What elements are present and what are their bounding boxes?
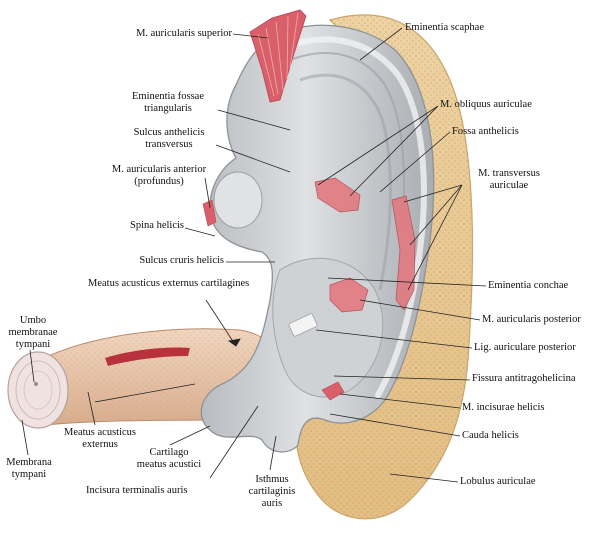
label-line: auriculae bbox=[489, 180, 529, 191]
canal-slit bbox=[105, 347, 190, 366]
label-line: membranae bbox=[8, 327, 58, 338]
label-cauda-helicis: Cauda helicis bbox=[462, 430, 519, 441]
leader-lines bbox=[21, 27, 487, 483]
label-spina-helicis: Spina helicis bbox=[130, 220, 184, 231]
label-sulcus-cruris-helicis: Sulcus cruris helicis bbox=[139, 255, 224, 266]
label-line: (profundus) bbox=[134, 176, 184, 187]
label-line: Umbo bbox=[19, 315, 47, 326]
label-meatus-acusticus-externus-cartilagines: Meatus acusticus externus cartilagines bbox=[88, 278, 250, 289]
label-fossa-anthelicis: Fossa anthelicis bbox=[452, 126, 519, 137]
label-lig-auriculare-posterior: Lig. auriculare posterior bbox=[474, 342, 576, 353]
label-line: tympani bbox=[11, 469, 47, 480]
label-eminentia-conchae: Eminentia conchae bbox=[488, 280, 569, 291]
label-m-auricularis-anterior: M. auricularis anterior (profundus) bbox=[106, 164, 212, 188]
label-cartilago-meatus-acustici: Cartilago meatus acustici bbox=[124, 447, 214, 471]
m-incisurae-helicis-shape bbox=[321, 381, 345, 401]
label-line: tympani bbox=[15, 339, 51, 350]
lig-auriculare-posterior-shape bbox=[288, 313, 318, 337]
label-line: triangularis bbox=[144, 103, 192, 114]
label-line: transversus bbox=[145, 139, 193, 150]
label-line: cartilaginis bbox=[248, 486, 296, 497]
label-membrana-tympani: Membrana tympani bbox=[0, 457, 58, 481]
label-m-auricularis-posterior: M. auricularis posterior bbox=[482, 314, 581, 325]
label-isthmus-cartilaginis-auris: Isthmus cartilaginis auris bbox=[236, 474, 308, 510]
label-line: meatus acustici bbox=[136, 459, 202, 470]
label-m-obliquus-auriculae: M. obliquus auriculae bbox=[440, 99, 532, 110]
label-umbo-membranae-tympani: Umbo membranae tympani bbox=[2, 315, 64, 351]
tympanic-membrane-shape bbox=[7, 351, 69, 429]
label-meatus-acusticus-externus: Meatus acusticus externus bbox=[52, 427, 148, 451]
label-line: Isthmus bbox=[255, 474, 289, 485]
label-m-auricularis-superior: M. auricularis superior bbox=[136, 28, 232, 39]
m-obliquus-auriculae-shape bbox=[314, 177, 361, 213]
label-fissura-antitragohelicina: Fissura antitragohelicina bbox=[472, 373, 576, 384]
label-line: auris bbox=[261, 498, 283, 509]
label-m-incisurae-helicis: M. incisurae helicis bbox=[462, 402, 545, 413]
label-lobulus-auriculae: Lobulus auriculae bbox=[460, 476, 536, 487]
label-line: Cartilago bbox=[149, 447, 189, 458]
label-line: M. auricularis anterior bbox=[111, 164, 207, 175]
label-line: Sulcus anthelicis bbox=[133, 127, 205, 138]
m-auricularis-posterior-shape bbox=[329, 277, 369, 313]
label-eminentia-fossae-triangularis: Eminentia fossae triangularis bbox=[116, 91, 220, 115]
label-sulcus-anthelicis-transversus: Sulcus anthelicis transversus bbox=[120, 127, 218, 151]
helix-rim bbox=[277, 36, 427, 398]
m-auricularis-superior-shape bbox=[249, 9, 307, 103]
label-eminentia-scaphae: Eminentia scaphae bbox=[405, 22, 485, 33]
label-incisura-terminalis-auris: Incisura terminalis auris bbox=[86, 485, 188, 496]
label-line: Meatus acusticus bbox=[63, 427, 137, 438]
label-line: M. transversus bbox=[478, 168, 540, 179]
scapha-groove bbox=[299, 73, 392, 291]
label-m-transversus-auriculae: M. transversus auriculae bbox=[466, 168, 552, 192]
label-line: Eminentia fossae bbox=[131, 91, 205, 102]
label-line: externus bbox=[82, 439, 118, 450]
label-line: Membrana bbox=[6, 457, 52, 468]
